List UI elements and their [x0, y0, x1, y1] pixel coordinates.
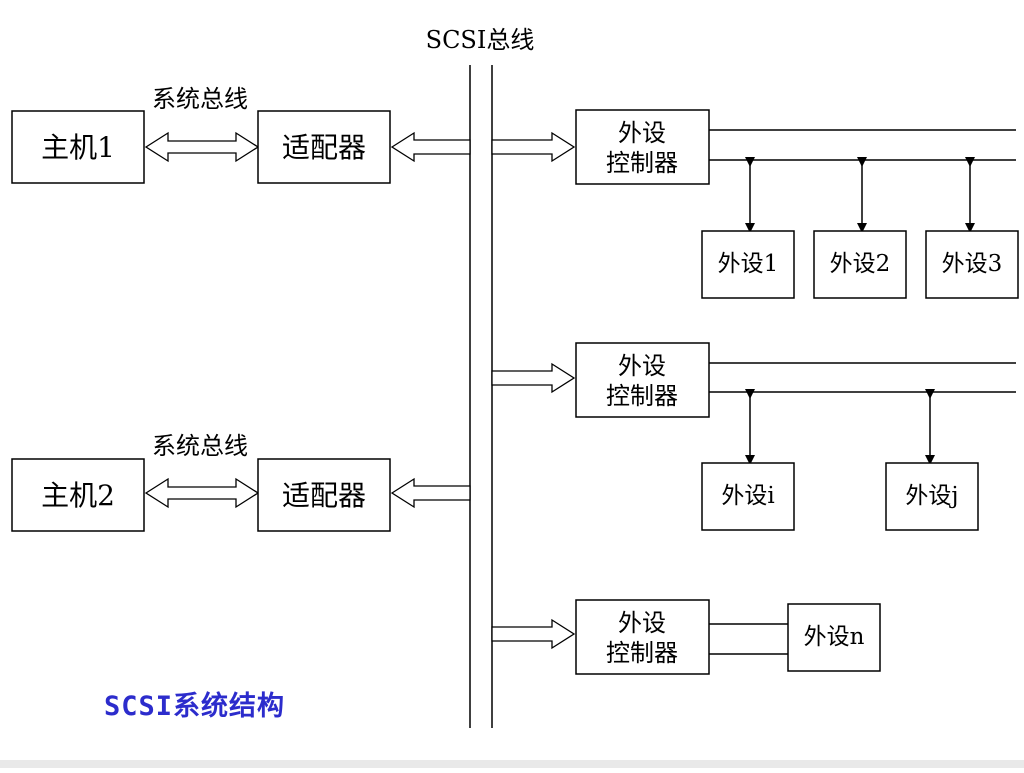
adapter-1-label: 适配器	[282, 131, 366, 164]
controller-2-box	[575, 342, 710, 418]
device-2-box	[813, 230, 907, 299]
controller-3-box	[575, 599, 710, 675]
host-1-label: 主机1	[41, 131, 115, 164]
controller-3-label-line2: 控制器	[606, 639, 678, 667]
device-2-label: 外设2	[830, 251, 891, 277]
device-3-label: 外设3	[942, 251, 1003, 277]
host-2-box	[11, 458, 145, 532]
adapter-2-to-bus-arrow	[390, 477, 471, 509]
controller-1-label-line1: 外设	[618, 119, 666, 147]
host-2-group: 主机2 系统总线 适配器	[11, 432, 471, 532]
system-bus-arrow-1	[144, 131, 260, 163]
device-1-label: 外设1	[718, 251, 779, 277]
adapter-1-box	[257, 110, 391, 184]
bottom-strip	[0, 760, 1024, 768]
device-3-box	[925, 230, 1019, 299]
adapter-1-to-bus-arrow	[390, 131, 471, 163]
system-bus-label-2: 系统总线	[152, 432, 248, 460]
scsi-bus: SCSI总线	[426, 26, 535, 728]
controller-3-group: 外设 控制器 外设n	[491, 599, 881, 675]
controller-1-group: 外设 控制器 外设1 外设2 外设3	[491, 109, 1019, 299]
host-1-group: 主机1 系统总线 适配器	[11, 85, 471, 184]
system-bus-arrow-2	[144, 477, 260, 509]
scsi-bus-label: SCSI总线	[426, 26, 535, 54]
adapter-2-box	[257, 458, 391, 532]
device-1-box	[701, 230, 795, 299]
controller-2-group: 外设 控制器 外设i 外设j	[491, 342, 1016, 531]
device-j-box	[885, 462, 979, 531]
adapter-2-label: 适配器	[282, 479, 366, 512]
device-i-label: 外设i	[721, 483, 774, 509]
bus-to-controller-2-arrow	[491, 362, 576, 394]
controller-3-label-line1: 外设	[618, 609, 666, 637]
controller-2-label-line2: 控制器	[606, 382, 678, 410]
device-n-box	[787, 603, 881, 672]
device-j-label: 外设j	[905, 483, 958, 509]
system-bus-label-1: 系统总线	[152, 85, 248, 113]
bus-to-controller-1-arrow	[491, 131, 576, 163]
device-i-box	[701, 462, 795, 531]
device-n-label: 外设n	[804, 624, 865, 650]
diagram-caption: SCSI系统结构	[104, 691, 286, 722]
controller-1-label-line2: 控制器	[606, 149, 678, 177]
host-2-label: 主机2	[41, 479, 115, 512]
controller-2-label-line1: 外设	[618, 352, 666, 380]
controller-1-box	[575, 109, 710, 185]
bus-to-controller-3-arrow	[491, 618, 576, 650]
host-1-box	[11, 110, 145, 184]
